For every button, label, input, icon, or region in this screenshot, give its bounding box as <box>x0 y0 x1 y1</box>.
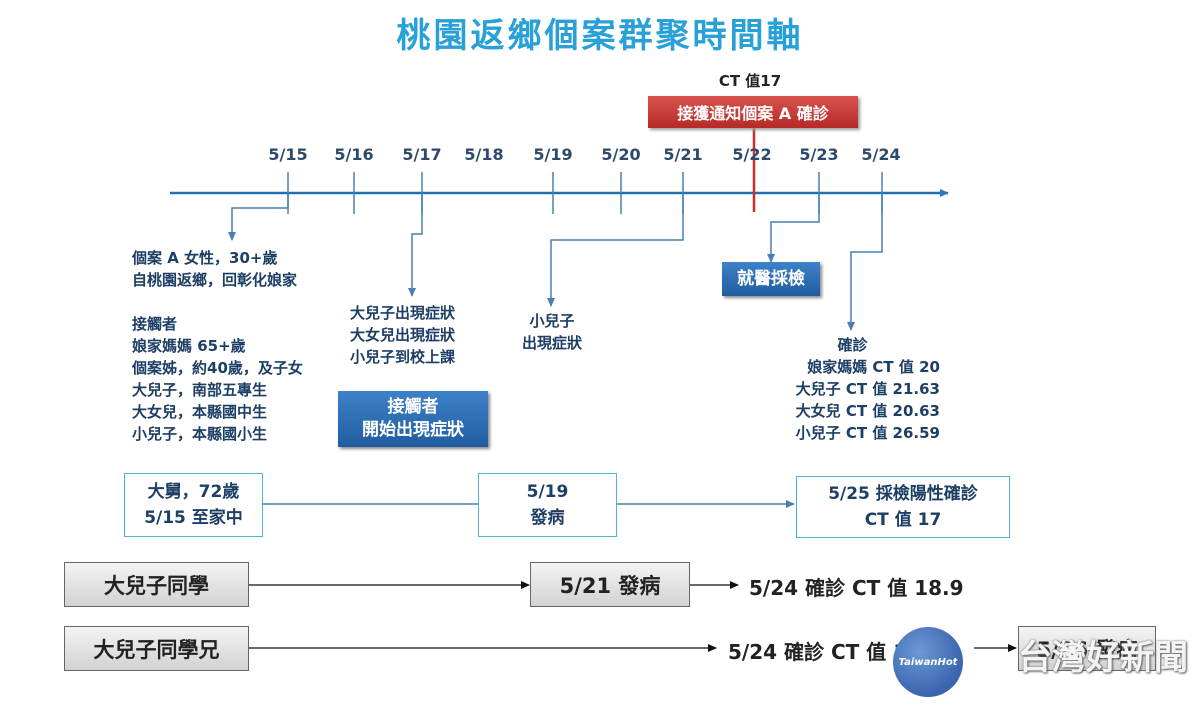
connector-5-21 <box>547 193 684 307</box>
uncle-box-onset: 5/19 發病 <box>478 473 617 537</box>
ct-note: CT 值17 <box>718 72 782 90</box>
connector-5-23 <box>767 193 820 263</box>
may17-notes: 大兒子出現症狀 大女兒出現症狀 小兒子到校上課 <box>350 304 456 366</box>
date-label: 5/18 <box>464 145 504 164</box>
classmate-box: 大兒子同學 <box>64 562 249 607</box>
notify-case-a-box: 接獲通知個案 A 確診 <box>648 96 858 128</box>
may19-notes: 小兒子 出現症狀 <box>522 312 583 352</box>
uncle-box-visit: 大舅，72歲 5/15 至家中 <box>124 473 263 537</box>
date-label: 5/17 <box>402 145 442 164</box>
classmate-brother-box: 大兒子同學兄 <box>64 626 249 671</box>
classmate-onset-box: 5/21 發病 <box>530 562 690 607</box>
contacts-list: 接觸者 娘家媽媽 65+歲 個案姊，約40歲，及子女 大兒子，南部五專生 大女兒… <box>132 315 303 443</box>
page-title: 桃園返鄉個案群聚時間軸 <box>396 16 804 56</box>
hospital-testing-box: 就醫採檢 <box>722 262 820 296</box>
taiwanhot-logo-icon: TaiwanHot <box>893 627 963 697</box>
connector-5-17 <box>408 193 423 297</box>
classmate-brother-onset-box: 5/26 發病 <box>1018 626 1156 671</box>
date-label: 5/21 <box>663 145 703 164</box>
date-label: 5/24 <box>861 145 901 164</box>
date-label: 5/19 <box>533 145 573 164</box>
confirm-notes: 確診 娘家媽媽 CT 值 20 大兒子 CT 值 21.63 大女兒 CT 值 … <box>795 336 940 442</box>
uncle-box-confirm: 5/25 採檢陽性確診 CT 值 17 <box>796 476 1010 538</box>
date-label: 5/20 <box>601 145 641 164</box>
case-a-info: 個案 A 女性，30+歲 自桃園返鄉，回彰化娘家 <box>132 249 298 289</box>
connector-5-15 <box>228 193 289 241</box>
date-label: 5/23 <box>799 145 839 164</box>
classmate-result: 5/24 確診 CT 值 18.9 <box>749 576 964 600</box>
contacts-symptoms-box: 接觸者 開始出現症狀 <box>338 391 488 447</box>
connector-5-24 <box>847 193 883 331</box>
date-label: 5/16 <box>334 145 374 164</box>
watermark-text: 台灣好新聞 <box>1018 638 1188 678</box>
date-label: 5/22 <box>732 145 772 164</box>
date-label: 5/15 <box>268 145 308 164</box>
